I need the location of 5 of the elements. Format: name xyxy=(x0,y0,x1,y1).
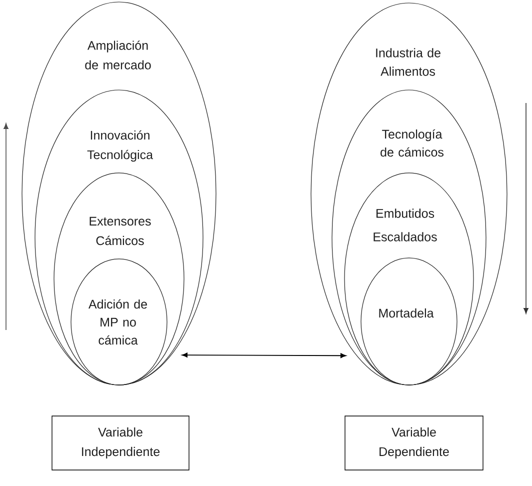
double-arrow xyxy=(182,352,346,358)
label-box: Variable Dependiente xyxy=(344,416,484,470)
oval: Mortadela xyxy=(360,258,458,386)
oval: Adición de MP no cámica xyxy=(70,258,168,386)
label-box: Variable Independiente xyxy=(52,416,190,470)
